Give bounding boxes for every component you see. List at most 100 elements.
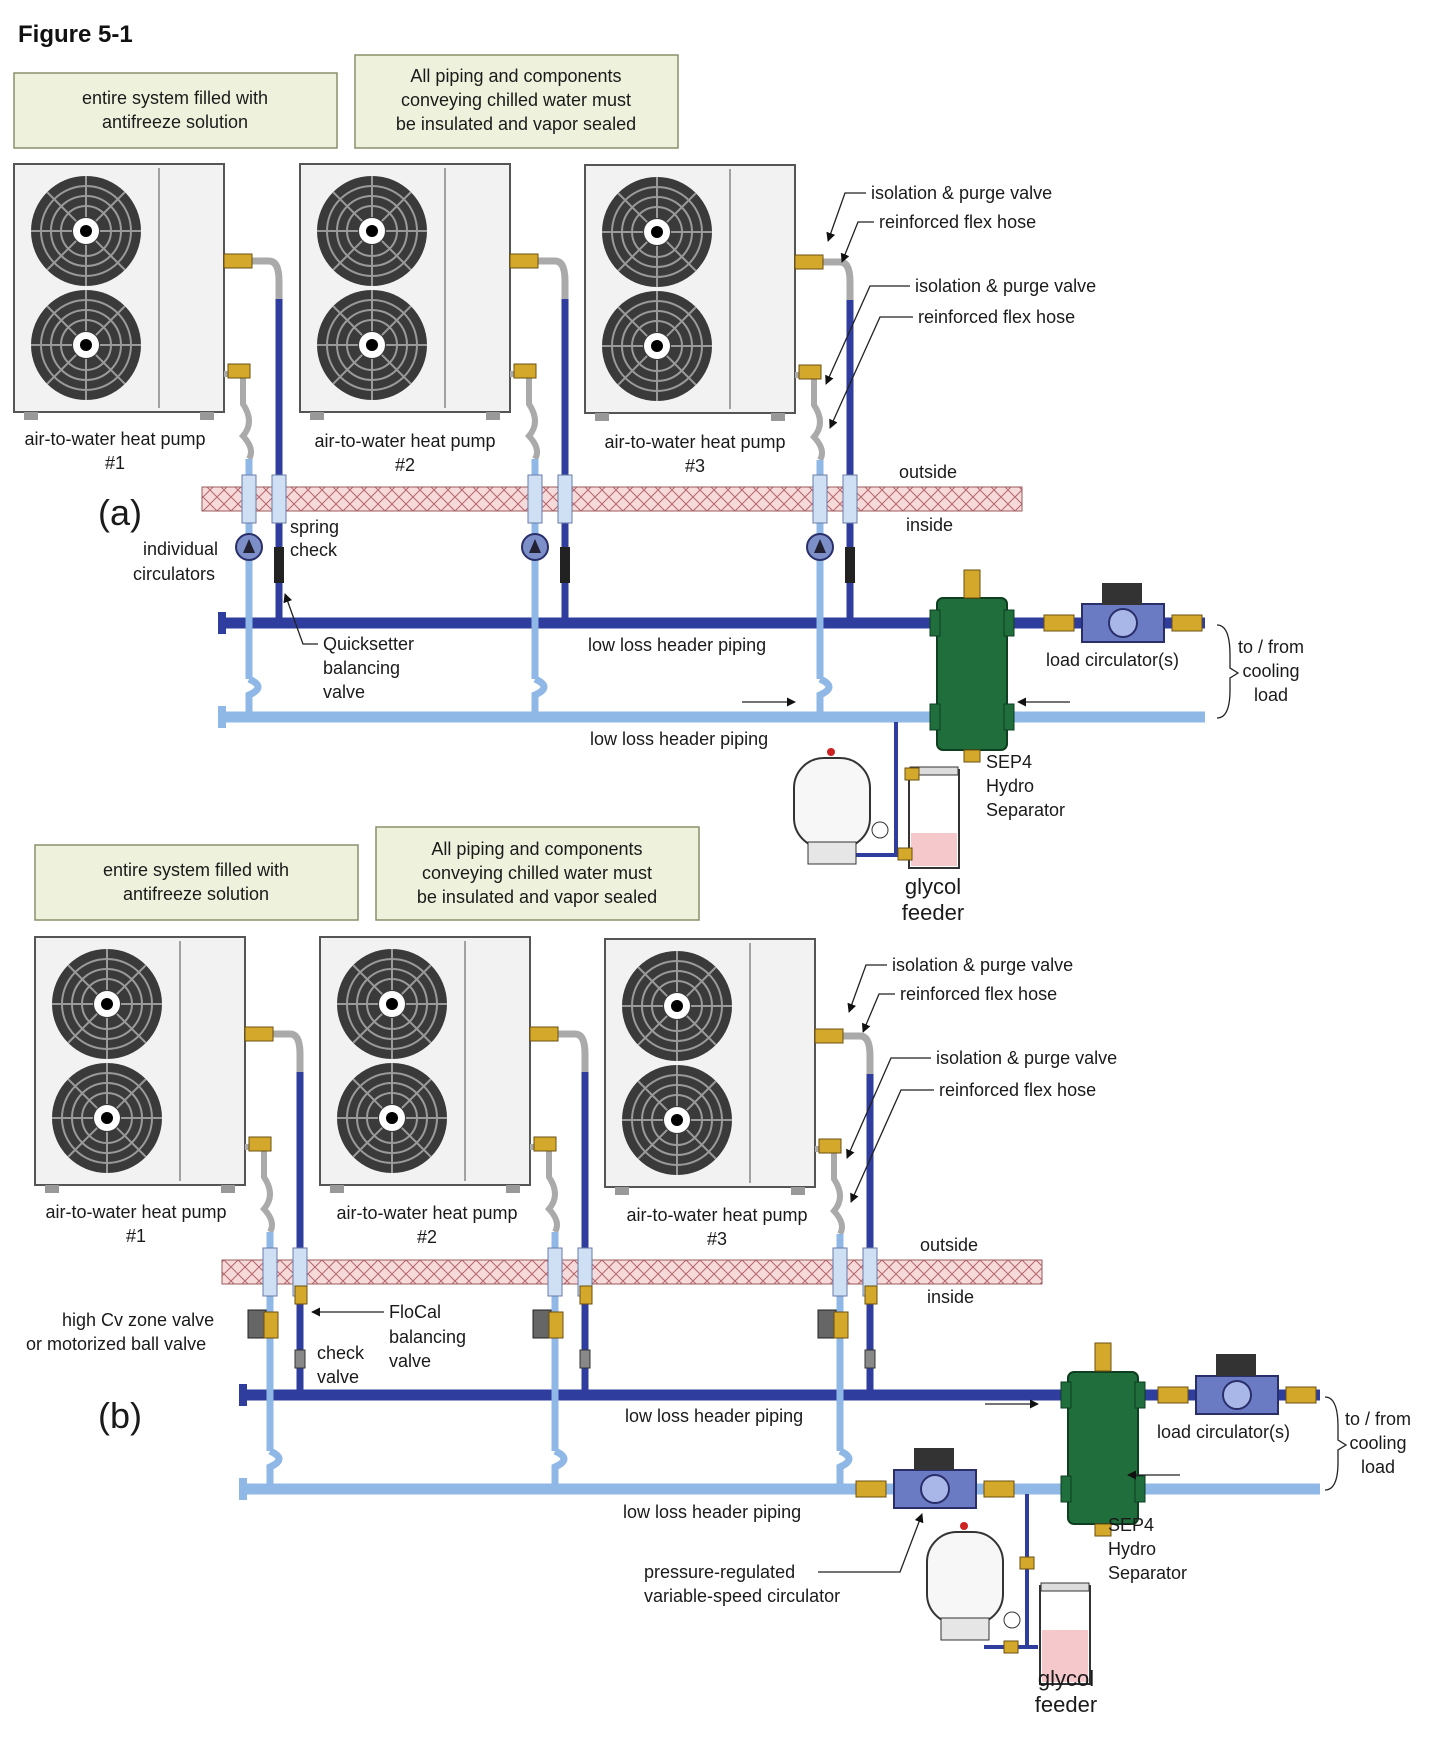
- panel-label-a: (a): [98, 492, 142, 533]
- insulated-wall-b: [221, 1259, 1043, 1285]
- return-crossover: [266, 1447, 283, 1489]
- flex-hose-icon: [510, 257, 569, 299]
- isolation-valve-icon: [223, 253, 253, 269]
- leader-hose-a2: [829, 316, 913, 429]
- callout-iso-valve-b1: isolation & purge valve: [892, 955, 1073, 975]
- callout-flocal-b-3: valve: [389, 1351, 431, 1371]
- flex-hose-icon: [530, 1030, 589, 1072]
- label-outside-b: outside: [920, 1235, 978, 1255]
- label-to-from-b-1: to / from: [1345, 1409, 1411, 1429]
- label-load-circulator-a: load circulator(s): [1046, 650, 1179, 670]
- label-separator-b: Separator: [1108, 1563, 1187, 1583]
- ball-valve-icon: [263, 1311, 279, 1339]
- return-crossover: [836, 1447, 853, 1489]
- flex-hose-icon: [815, 1032, 874, 1074]
- note-insulated-a-line2: conveying chilled water must: [401, 90, 631, 110]
- note-insulated-a: [354, 54, 679, 149]
- flex-hose-icon: [795, 258, 854, 300]
- pipe-sleeve: [527, 474, 543, 524]
- flocal-valve-icon: [294, 1349, 306, 1369]
- heat-pump-a-1: [13, 163, 287, 717]
- callout-flex-hose-a1: reinforced flex hose: [879, 212, 1036, 232]
- pipe-sleeve: [262, 1247, 278, 1297]
- isolation-valve-icon: [814, 1028, 844, 1044]
- hp-a1-label: air-to-water heat pump: [24, 429, 205, 449]
- leader-hose-b2: [850, 1089, 934, 1203]
- fan-icon: [602, 291, 712, 401]
- callout-flocal-b-1: FloCal: [389, 1302, 441, 1322]
- check-valve-icon: [579, 1285, 593, 1305]
- isolation-valve-icon: [794, 254, 824, 270]
- check-valve-icon: [864, 1285, 878, 1305]
- callout-quicksetter-a-3: valve: [323, 682, 365, 702]
- hp-b2-label: air-to-water heat pump: [336, 1203, 517, 1223]
- figure-title: Figure 5-1: [18, 21, 133, 48]
- zone-valve-icon: [817, 1309, 837, 1339]
- hp-b2-number: #2: [417, 1227, 437, 1247]
- label-to-from-a-3: load: [1254, 685, 1288, 705]
- leader-iso-a1: [826, 192, 866, 242]
- quicksetter-valve-icon: [560, 547, 570, 583]
- isolation-valve-icon: [818, 1138, 842, 1154]
- hp-b1-number: #1: [126, 1226, 146, 1246]
- return-crossover: [245, 675, 262, 717]
- ball-valve-icon: [833, 1311, 849, 1339]
- fan-icon: [52, 949, 162, 1059]
- hp-b3-label: air-to-water heat pump: [626, 1205, 807, 1225]
- callout-circulators-a-1: individual: [143, 539, 218, 559]
- fan-icon: [622, 1065, 732, 1175]
- zone-valve-icon: [532, 1309, 552, 1339]
- air-vent-icon-b: [1094, 1342, 1112, 1372]
- return-crossover: [551, 1447, 568, 1489]
- note-insulated-b-line2: conveying chilled water must: [422, 863, 652, 883]
- label-inside-a: inside: [906, 515, 953, 535]
- flex-hose-icon: [815, 1146, 845, 1236]
- hp-b3-number: #3: [707, 1229, 727, 1249]
- label-header-supply-a: low loss header piping: [588, 635, 766, 655]
- note-insulated-a-line3: be insulated and vapor sealed: [396, 114, 636, 134]
- callout-circulators-a-2: circulators: [133, 564, 215, 584]
- label-hydro-a: Hydro: [986, 776, 1034, 796]
- label-header-return-a: low loss header piping: [590, 729, 768, 749]
- drain-valve-icon-a: [963, 749, 981, 763]
- hp-a1-number: #1: [105, 453, 125, 473]
- flocal-valve-icon: [864, 1349, 876, 1369]
- air-vent-icon-a: [963, 569, 981, 599]
- label-to-from-a-1: to / from: [1238, 637, 1304, 657]
- note-antifreeze-b: [34, 844, 359, 921]
- pipe-sleeve: [271, 474, 287, 524]
- heat-pump-a-3: [584, 164, 858, 717]
- callout-zone-valve-b-1: high Cv zone valve: [62, 1310, 214, 1330]
- heat-pump-a-2: [299, 163, 573, 717]
- label-feeder-b: feeder: [1035, 1692, 1097, 1717]
- label-sep4-b: SEP4: [1108, 1515, 1154, 1535]
- callout-pressure-circ-b-2: variable-speed circulator: [644, 1586, 840, 1606]
- quicksetter-valve-icon: [274, 547, 284, 583]
- heat-pump-b-3: [604, 938, 878, 1489]
- pipe-sleeve: [832, 1247, 848, 1297]
- callout-spring-check-a-1: spring: [290, 517, 339, 537]
- note-insulated-b-line1: All piping and components: [431, 839, 642, 859]
- label-inside-b: inside: [927, 1287, 974, 1307]
- label-outside-a: outside: [899, 462, 957, 482]
- fan-icon: [31, 290, 141, 400]
- fan-icon: [31, 176, 141, 286]
- callout-iso-valve-b2: isolation & purge valve: [936, 1048, 1117, 1068]
- flocal-valve-icon: [579, 1349, 591, 1369]
- note-antifreeze-a-line2: antifreeze solution: [102, 112, 248, 132]
- flex-hose-icon: [224, 257, 283, 299]
- label-glycol-a: glycol: [905, 874, 961, 899]
- callout-iso-valve-a1: isolation & purge valve: [871, 183, 1052, 203]
- pressure-regulated-circulator-b: [855, 1448, 1015, 1509]
- note-insulated-b: [375, 826, 700, 921]
- fan-icon: [602, 177, 712, 287]
- pipe-sleeve: [241, 474, 257, 524]
- ball-valve-icon: [548, 1311, 564, 1339]
- note-antifreeze-b-line2: antifreeze solution: [123, 884, 269, 904]
- flex-hose-icon: [245, 1030, 304, 1072]
- label-separator-a: Separator: [986, 800, 1065, 820]
- hp-a2-number: #2: [395, 455, 415, 475]
- label-header-return-b: low loss header piping: [623, 1502, 801, 1522]
- note-antifreeze-a-line1: entire system filled with: [82, 88, 268, 108]
